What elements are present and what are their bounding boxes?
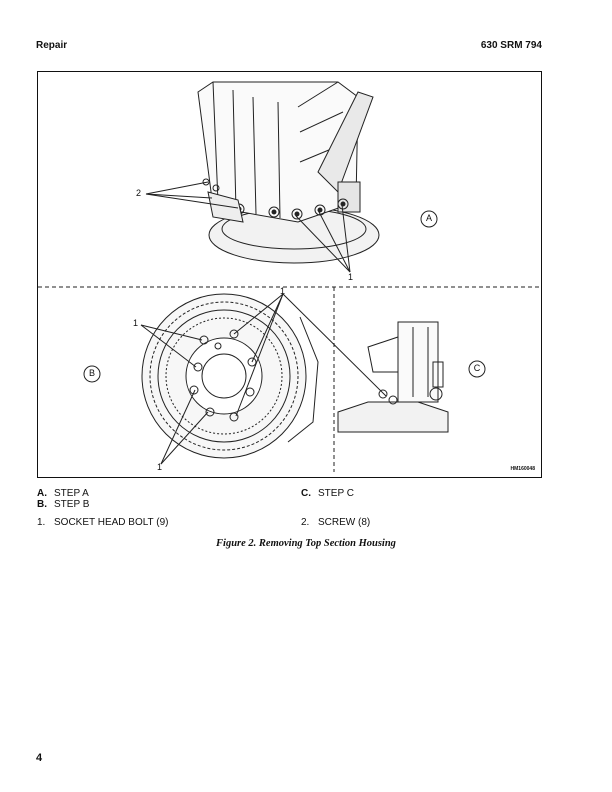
legend-step-a-key: A. xyxy=(37,488,47,499)
header-doc-id: 630 SRM 794 xyxy=(480,40,542,51)
legend-part-2-label: SCREW (8) xyxy=(318,517,371,528)
legend-part-1: 1. SOCKET HEAD BOLT (9) xyxy=(37,517,168,528)
callout-1-panel-b-left: 1 xyxy=(133,318,139,328)
panel-c-drawing xyxy=(337,321,486,433)
callout-1-panel-a: 1 xyxy=(348,272,354,282)
legend-step-a-label: STEP A xyxy=(54,488,89,499)
legend-step-c-label: STEP C xyxy=(318,488,354,499)
panel-b-drawing xyxy=(83,293,387,465)
legend-step-c-key: C. xyxy=(301,488,311,499)
figure-caption: Figure 2. Removing Top Section Housing xyxy=(216,538,396,549)
legend-part-1-key: 1. xyxy=(37,517,46,528)
legend-step-a: A. STEP A xyxy=(37,488,89,499)
callout-a: A xyxy=(425,213,432,223)
callout-c: C xyxy=(473,363,481,373)
figure-code: HM160048 xyxy=(510,466,535,472)
callout-1-panel-b-bottom: 1 xyxy=(157,462,163,472)
callout-2-panel-a: 2 xyxy=(136,188,142,198)
legend-step-c: C. STEP C xyxy=(301,488,354,499)
legend-step-b: B. STEP B xyxy=(37,499,89,510)
header-section: Repair xyxy=(36,40,68,51)
panel-a-drawing xyxy=(145,81,438,273)
figure-drawing xyxy=(38,81,541,472)
legend-part-1-label: SOCKET HEAD BOLT (9) xyxy=(54,517,169,528)
figure-illustration: A B C 2 1 1 1 1 HM160048 xyxy=(37,71,542,478)
callout-b: B xyxy=(88,368,95,378)
callout-1-panel-b-top: 1 xyxy=(280,286,286,296)
legend-step-b-key: B. xyxy=(37,499,47,510)
legend-step-b-label: STEP B xyxy=(54,499,90,510)
legend-part-2-key: 2. xyxy=(301,517,310,528)
legend-part-2: 2. SCREW (8) xyxy=(301,517,370,528)
page-number: 4 xyxy=(36,752,43,764)
